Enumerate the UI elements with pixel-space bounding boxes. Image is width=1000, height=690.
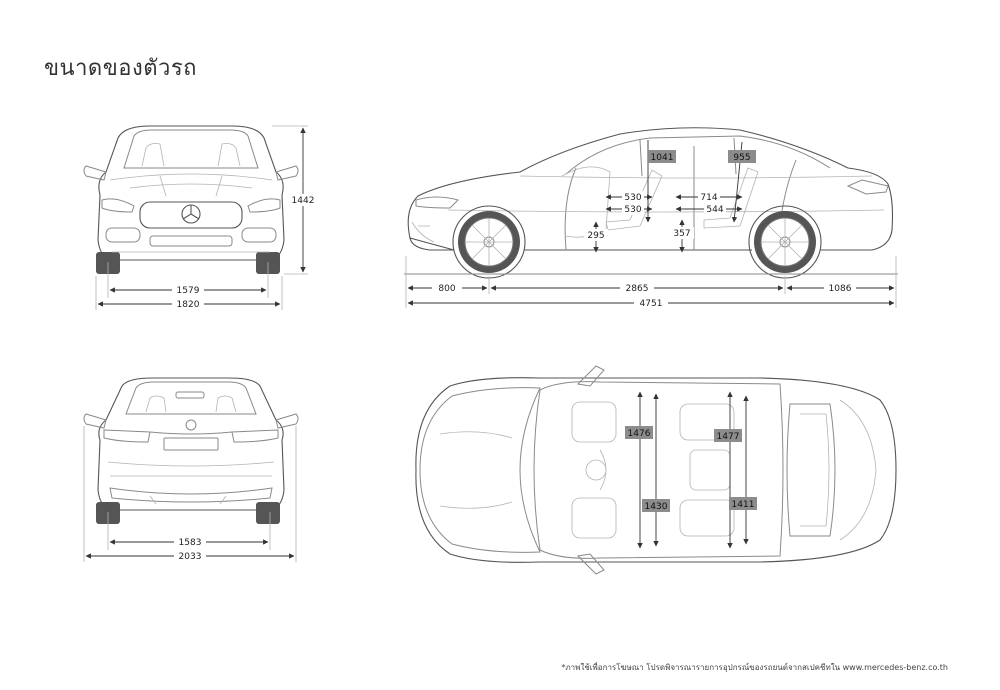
top-view-dimensions: 1476 1430 1477 1411 (625, 391, 757, 549)
rear-right-mirror (275, 413, 299, 429)
side-body-outline (407, 127, 894, 251)
side-view (404, 127, 898, 279)
front-seat-depth-2-value: 530 (624, 205, 641, 215)
front-grille (139, 201, 243, 229)
front-seat-depth-value: 530 (624, 193, 641, 203)
front-headroom-value: 1041 (651, 153, 674, 163)
windshield (123, 129, 259, 169)
front-shoulder-value: 1476 (628, 429, 651, 439)
rear-headroom-value: 955 (733, 153, 750, 163)
side-headlight (415, 196, 459, 209)
disclaimer-footnote: *ภาพใช้เพื่อการโฆษณา โปรดพิจารณารายการอุ… (561, 663, 948, 672)
side-view-interior-dimensions: 1041 955 530 530 714 544 295 357 (584, 140, 756, 253)
rear-overhang-value: 1086 (829, 284, 852, 294)
front-view (83, 125, 299, 274)
front-view-dimensions: 1442 1579 1820 (95, 125, 316, 310)
right-mirror (275, 165, 299, 181)
cabin-outline (533, 381, 784, 559)
top-view (415, 365, 897, 575)
height-value: 1442 (292, 196, 315, 206)
front-seat-height-value: 295 (587, 231, 604, 241)
rear-seat-height-value: 357 (673, 229, 690, 239)
rear-right-tyre (256, 502, 280, 524)
front-track-value: 1579 (177, 286, 200, 296)
right-taillight (231, 429, 279, 443)
left-taillight (103, 429, 151, 443)
rear-shoulder-value: 1477 (717, 432, 740, 442)
trunk-lid (786, 403, 836, 537)
rear-star-logo (185, 419, 197, 431)
number-plate (163, 437, 219, 451)
length-value: 4751 (640, 299, 663, 309)
rear-view (83, 377, 299, 524)
rear-window (125, 381, 257, 415)
front-width-value: 1820 (177, 300, 200, 310)
rear-track-value: 1583 (179, 538, 202, 548)
left-headlight (101, 198, 135, 213)
rear-legroom-value: 714 (700, 193, 717, 203)
rear-left-mirror (83, 413, 107, 429)
front-elbow-value: 1430 (645, 502, 668, 512)
rear-elbow-value: 1411 (732, 500, 755, 510)
front-body-outline (97, 125, 285, 261)
side-view-length-dimensions: 800 2865 1086 4751 (405, 256, 897, 309)
width-mirrors-value: 2033 (179, 552, 202, 562)
front-overhang-value: 800 (438, 284, 455, 294)
left-mirror (83, 165, 107, 181)
side-taillight (846, 179, 889, 195)
page-title: ขนาดของตัวรถ (44, 56, 197, 81)
rear-view-dimensions: 1583 2033 (83, 426, 297, 562)
right-headlight (247, 198, 281, 213)
bonnet (419, 387, 541, 553)
rear-seat-depth-value: 544 (706, 205, 723, 215)
top-body-outline (415, 377, 897, 563)
wheelbase-value: 2865 (626, 284, 649, 294)
